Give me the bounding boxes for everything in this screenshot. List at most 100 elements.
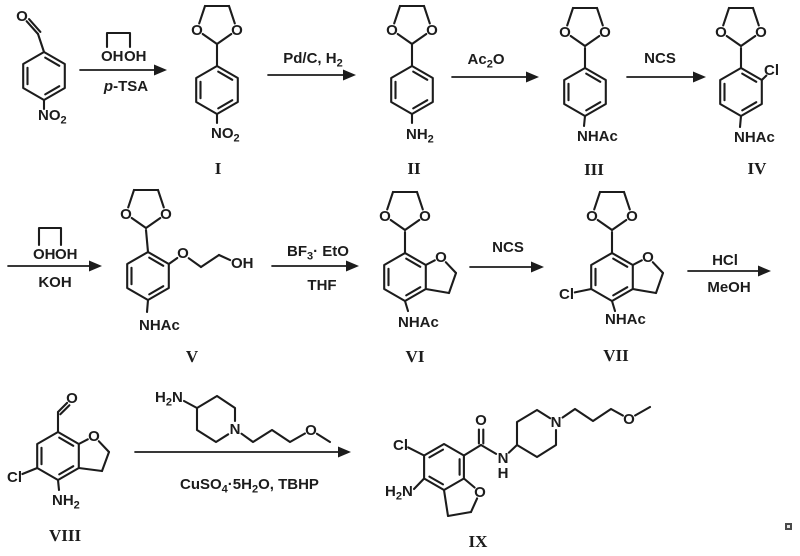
atom-O: O <box>66 390 78 407</box>
reagent-ptsa: p-TSA <box>103 78 148 95</box>
structure-I: O O NO2 I <box>191 4 243 178</box>
reaction-step-3: Ac2O <box>451 51 539 83</box>
bonds <box>22 18 66 111</box>
structure-nitrobenzaldehyde: O NO2 <box>16 8 66 127</box>
atom-NH2: NH2 <box>406 126 434 146</box>
atom-O: O <box>435 249 447 266</box>
reaction-step-4: NCS <box>626 50 706 83</box>
reaction-step-9: CuSO4·5H2O, TBHP <box>134 446 351 496</box>
bonds <box>386 190 424 232</box>
atom-NHAc: NHAc <box>398 314 439 331</box>
atom-H2N: H2N <box>155 389 183 409</box>
atom-O: O <box>559 24 571 41</box>
reagent-amine-structure: H2N N O <box>155 389 332 444</box>
atom-NH2: NH2 <box>52 492 80 512</box>
atom-O: O <box>419 208 431 225</box>
compound-label-V: V <box>186 347 199 366</box>
bonds <box>566 6 604 48</box>
bonds <box>182 394 332 444</box>
atom-NHAc: NHAc <box>139 317 180 334</box>
atom-N: N <box>498 450 509 467</box>
atom-O: O <box>475 412 487 429</box>
bonds <box>573 230 665 313</box>
reagent-koh: KOH <box>38 274 71 291</box>
compound-label-VI: VI <box>406 347 425 366</box>
reagent-meoh: MeOH <box>707 279 750 296</box>
reagent-thf: THF <box>307 277 336 294</box>
atom-H: H <box>498 465 509 482</box>
atom-O: O <box>305 422 317 439</box>
atom-O: O <box>474 484 486 501</box>
bonds <box>198 4 236 46</box>
atom-O: O <box>191 22 203 39</box>
atom-O: O <box>626 208 638 225</box>
atom-O: O <box>120 206 132 223</box>
reaction-step-6: BF3· EtO THF <box>271 243 359 294</box>
compound-label-IX: IX <box>469 532 489 551</box>
atom-O: O <box>231 22 243 39</box>
atom-N: N <box>230 421 241 438</box>
atom-OH: OH <box>55 246 78 263</box>
compound-label-I: I <box>215 159 222 178</box>
reagent-ncs: NCS <box>492 239 524 256</box>
bonds <box>21 401 111 492</box>
reaction-step-2: Pd/C, H2 <box>267 50 356 81</box>
atom-O: O <box>386 22 398 39</box>
structure-IV: O O Cl NHAc IV <box>715 6 779 178</box>
atom-OH: OH <box>231 255 254 272</box>
bonds <box>719 46 768 129</box>
reaction-step-7: NCS <box>469 239 544 273</box>
bonds <box>393 4 431 46</box>
bonds <box>593 190 631 232</box>
reagent-ncs: NCS <box>644 50 676 67</box>
bonds <box>407 405 652 518</box>
atom-O: O <box>715 24 727 41</box>
bonds <box>722 6 760 48</box>
structure-VII: O O O Cl NHAc VII <box>559 190 665 365</box>
atom-Cl: Cl <box>764 62 779 79</box>
structure-IX: Cl O N H N O O H2N IX <box>385 405 652 551</box>
atom-N: N <box>551 414 562 431</box>
reaction-step-1: OH OH p-TSA <box>79 31 167 95</box>
atom-NO2: NO2 <box>38 107 67 127</box>
reagent-ac2o: Ac2O <box>468 51 505 71</box>
structure-II: O O NH2 II <box>386 4 438 178</box>
atom-NHAc: NHAc <box>734 129 775 146</box>
reaction-step-5: OH OH KOH <box>7 226 102 291</box>
structure-III: O O NHAc III <box>559 6 618 179</box>
structure-VI: O O O NHAc VI <box>379 190 458 366</box>
atom-O: O <box>623 411 635 428</box>
atom-O: O <box>88 428 100 445</box>
atom-OH: OH <box>33 246 56 263</box>
glycol-bonds <box>105 31 132 49</box>
atom-O: O <box>599 24 611 41</box>
bonds <box>195 42 239 125</box>
atom-O: O <box>379 208 391 225</box>
atom-O: O <box>586 208 598 225</box>
compound-label-VIII: VIII <box>49 526 82 545</box>
atom-OH: OH <box>124 48 147 65</box>
atom-NHAc: NHAc <box>577 128 618 145</box>
reagent-cuso4-tbhp: CuSO4·5H2O, TBHP <box>180 476 319 496</box>
atom-H2N: H2N <box>385 483 413 503</box>
atom-O: O <box>16 8 28 25</box>
bonds <box>563 46 607 128</box>
atom-Cl: Cl <box>7 469 22 486</box>
reagent-bf3-eto: BF3· EtO <box>287 243 349 263</box>
atom-NHAc: NHAc <box>605 311 646 328</box>
reagent-pd-c-h2: Pd/C, H2 <box>283 50 342 70</box>
reagent-hcl: HCl <box>712 252 738 269</box>
atom-Cl: Cl <box>559 286 574 303</box>
glycol-bonds <box>37 226 63 247</box>
atom-O: O <box>755 24 767 41</box>
atom-O: O <box>160 206 172 223</box>
atom-NO2: NO2 <box>211 125 240 145</box>
atom-O: O <box>177 245 189 262</box>
structure-VIII: O O Cl NH2 VIII <box>7 390 111 545</box>
compound-label-VII: VII <box>603 346 629 365</box>
scan-artifact-dot <box>785 523 792 530</box>
bonds <box>126 228 232 314</box>
atom-O: O <box>426 22 438 39</box>
atom-OH: OH <box>101 48 124 65</box>
